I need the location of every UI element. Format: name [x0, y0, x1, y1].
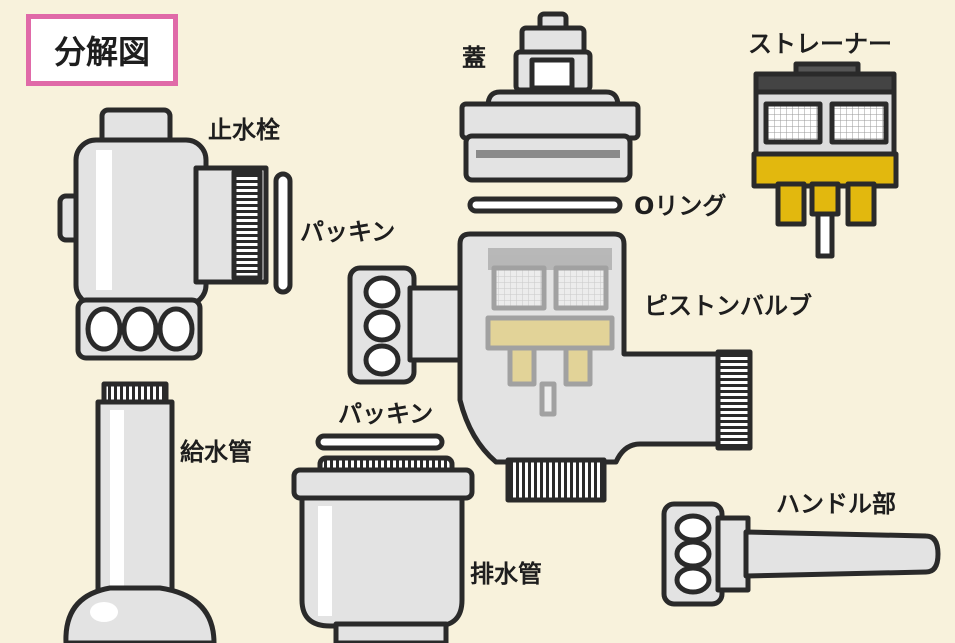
title-box: 分解図: [26, 14, 178, 86]
o-ring: [467, 196, 623, 214]
lid-part: [459, 11, 641, 183]
shutoff-valve: [57, 107, 269, 361]
label-o-ring: Oリング: [634, 192, 727, 220]
strainer-part: [751, 61, 899, 259]
label-packing-top: パッキン: [300, 218, 396, 246]
label-strainer: ストレーナー: [748, 30, 892, 58]
label-packing-bottom: パッキン: [338, 400, 434, 428]
drain-pipe: [291, 455, 475, 643]
label-handle: ハンドル部: [776, 490, 896, 518]
page-title: 分解図: [53, 33, 150, 71]
label-shutoff-valve: 止水栓: [208, 116, 280, 144]
label-supply-pipe: 給水管: [180, 438, 252, 466]
packing-ring-horizontal: [315, 433, 445, 451]
label-lid: 蓋: [462, 44, 486, 72]
label-piston-valve: ピストンバルブ: [644, 292, 812, 320]
supply-pipe: [63, 381, 217, 643]
label-drain-pipe: 排水管: [470, 560, 542, 588]
packing-ring-vertical: [273, 171, 293, 295]
handle-part: [661, 501, 941, 607]
piston-valve-body: [347, 231, 753, 503]
